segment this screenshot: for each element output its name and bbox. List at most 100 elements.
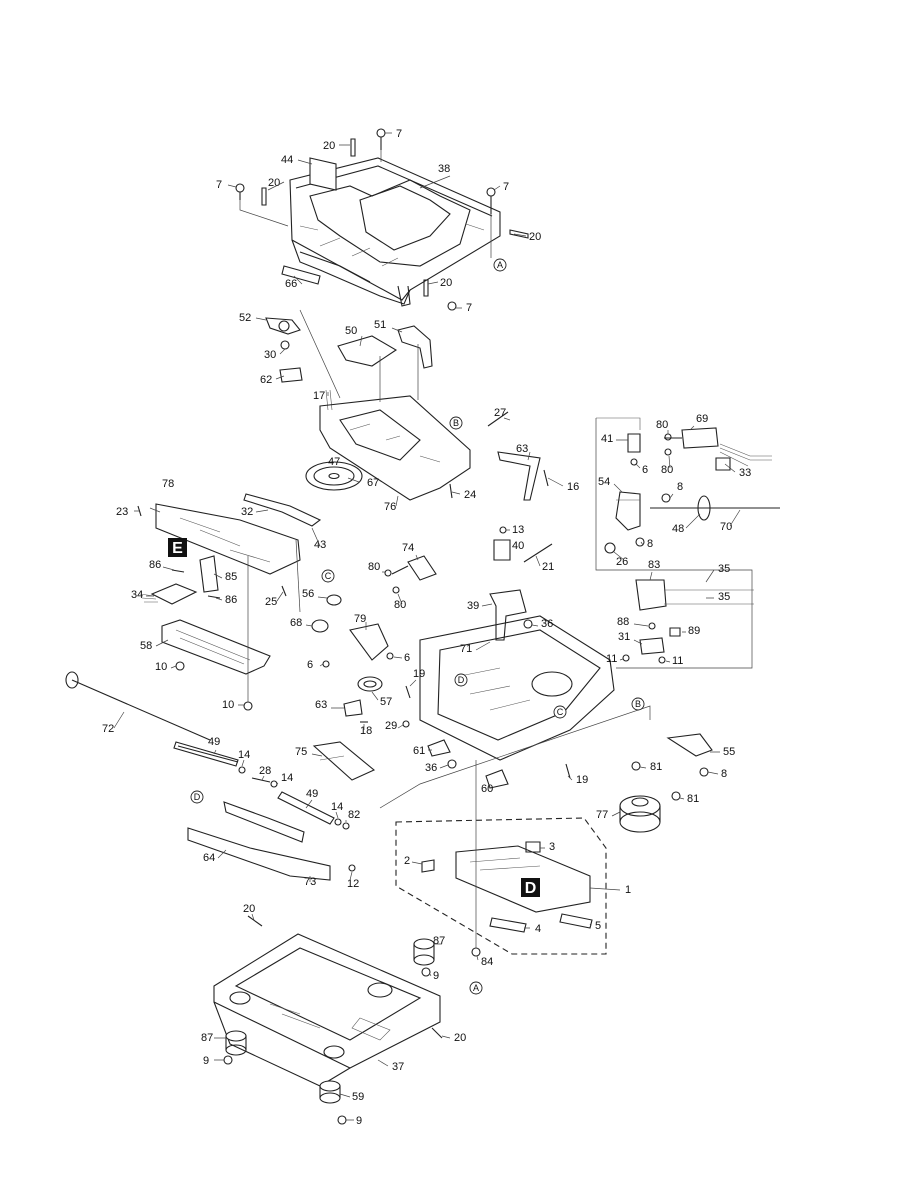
callout-1: 1 — [625, 884, 631, 896]
arm-51 — [397, 325, 433, 369]
screw-7-top — [376, 128, 386, 150]
part-31 — [639, 637, 665, 655]
spring-28 — [251, 777, 271, 783]
callout-16: 16 — [567, 481, 579, 493]
callout-78: 78 — [162, 478, 174, 490]
callout-66: 66 — [285, 278, 297, 290]
callout-23: 23 — [116, 506, 128, 518]
callout-85: 85 — [225, 571, 237, 583]
wire-harness-34 — [139, 583, 198, 605]
bracket-79 — [349, 623, 389, 661]
callout-20: 20 — [529, 231, 541, 243]
callout-51: 51 — [374, 319, 386, 331]
spring-17 — [325, 389, 333, 411]
callout-81: 81 — [650, 761, 662, 773]
callout-20: 20 — [454, 1032, 466, 1044]
ref-mark-a-top: A — [493, 258, 507, 272]
motor-69 — [664, 427, 772, 471]
callout-8: 8 — [647, 538, 653, 550]
svg-text:D: D — [458, 675, 465, 685]
screw-10a — [175, 661, 185, 671]
screw-81a — [631, 761, 641, 771]
spring-56 — [326, 594, 342, 606]
callout-11: 11 — [606, 653, 617, 665]
callout-80: 80 — [661, 464, 673, 476]
pin-20-top — [350, 138, 356, 157]
bracket-55 — [666, 733, 713, 757]
foot-87a — [413, 938, 435, 966]
svg-text:D: D — [194, 792, 201, 802]
callout-7: 7 — [466, 302, 472, 314]
lever-39 — [489, 589, 527, 641]
plate-78 — [155, 503, 301, 575]
spring-26 — [604, 542, 616, 554]
washer-14b — [270, 780, 278, 788]
callout-87: 87 — [201, 1032, 213, 1044]
callout-19: 19 — [576, 774, 588, 786]
screw-6-right — [630, 458, 638, 466]
svg-text:B: B — [635, 699, 641, 709]
screw-6c — [386, 652, 394, 660]
callout-80: 80 — [368, 561, 380, 573]
bracket-32-43 — [243, 493, 322, 527]
bracket-62 — [279, 367, 303, 383]
callout-75: 75 — [295, 746, 307, 758]
callout-6: 6 — [307, 659, 313, 671]
ref-mark-c-left: C — [321, 569, 335, 583]
callout-36: 36 — [425, 762, 437, 774]
callout-31: 31 — [618, 631, 630, 643]
screw-36b — [447, 759, 457, 769]
callout-49: 49 — [208, 736, 220, 748]
callout-24: 24 — [464, 489, 476, 501]
callout-20: 20 — [268, 177, 280, 189]
screw-80c — [384, 569, 392, 577]
gear-57 — [357, 676, 383, 692]
svg-text:A: A — [497, 260, 503, 270]
pad-4 — [489, 917, 527, 933]
callout-79: 79 — [354, 613, 366, 625]
callout-13: 13 — [512, 524, 524, 536]
bracket-40 — [493, 539, 511, 561]
callout-52: 52 — [239, 312, 251, 324]
part-63-lower — [343, 699, 363, 717]
slide-plate-58 — [161, 619, 271, 675]
callout-27: 27 — [494, 407, 506, 419]
callout-32: 32 — [241, 506, 253, 518]
callout-35: 35 — [718, 563, 730, 575]
callout-2: 2 — [404, 855, 410, 867]
callout-62: 62 — [260, 374, 272, 386]
svg-text:D: D — [525, 880, 537, 897]
pin-20-left — [261, 187, 267, 206]
section-marker-d: D — [521, 878, 540, 897]
bracket-54 — [615, 491, 641, 531]
callout-87: 87 — [433, 935, 445, 947]
ref-mark-b-right: B — [631, 697, 645, 711]
ref-mark-c-center: C — [553, 705, 567, 719]
pad-5 — [559, 913, 593, 929]
callout-3: 3 — [549, 841, 555, 853]
svg-text:C: C — [325, 571, 332, 581]
washer-14c — [334, 818, 342, 826]
callout-70: 70 — [720, 521, 732, 533]
screw-36a — [523, 619, 533, 629]
head-plate-1 — [455, 845, 591, 913]
callout-72: 72 — [102, 723, 114, 735]
callout-55: 55 — [723, 746, 735, 758]
lever-27 — [487, 411, 509, 427]
washer-82 — [342, 822, 350, 830]
callout-80: 80 — [394, 599, 406, 611]
bracket-41 — [596, 417, 641, 453]
head-assembly-83 — [635, 579, 754, 611]
callout-38: 38 — [438, 163, 450, 175]
detail-d-outline — [395, 817, 607, 955]
callout-40: 40 — [512, 540, 524, 552]
section-marker-e: E — [168, 538, 187, 557]
screw-88 — [648, 622, 656, 630]
screw-23 — [137, 505, 142, 517]
bottom-chassis-37 — [213, 933, 441, 1087]
pin-20-bottom — [247, 915, 263, 927]
clip-86a — [171, 569, 185, 573]
callout-11: 11 — [672, 655, 683, 667]
callout-41: 41 — [601, 433, 613, 445]
